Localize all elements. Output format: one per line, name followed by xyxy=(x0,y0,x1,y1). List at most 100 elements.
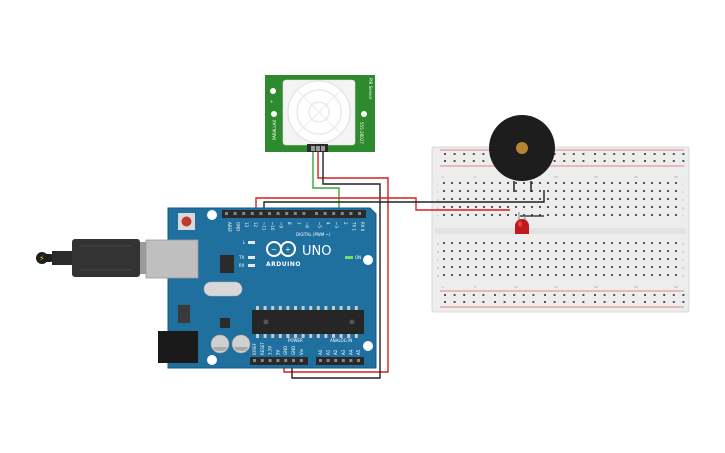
header-pin[interactable] xyxy=(250,212,254,215)
breadboard-hole[interactable] xyxy=(594,153,596,155)
breadboard-hole[interactable] xyxy=(603,242,605,244)
breadboard-hole[interactable] xyxy=(627,274,629,276)
breadboard-hole[interactable] xyxy=(539,214,541,216)
power-rail-bottom[interactable] xyxy=(444,294,685,296)
piezo-buzzer[interactable] xyxy=(489,115,555,192)
breadboard-hole[interactable] xyxy=(563,274,565,276)
breadboard-hole[interactable] xyxy=(582,153,585,155)
breadboard-hole[interactable] xyxy=(603,294,606,296)
breadboard-hole[interactable] xyxy=(467,198,469,200)
breadboard-hole[interactable] xyxy=(653,294,656,296)
wire-green-pir-signal[interactable] xyxy=(312,150,340,212)
breadboard-hole[interactable] xyxy=(522,294,525,296)
breadboard-hole[interactable] xyxy=(563,250,565,252)
breadboard-hole[interactable] xyxy=(632,160,635,162)
breadboard-hole[interactable] xyxy=(451,274,453,276)
breadboard-hole[interactable] xyxy=(523,274,525,276)
breadboard-hole[interactable] xyxy=(507,182,509,184)
breadboard-hole[interactable] xyxy=(667,258,669,260)
breadboard-hole[interactable] xyxy=(667,266,669,268)
breadboard-hole[interactable] xyxy=(544,301,546,303)
header-pin[interactable] xyxy=(332,212,336,215)
breadboard-hole[interactable] xyxy=(482,160,485,162)
breadboard-hole[interactable] xyxy=(539,198,541,200)
breadboard-hole[interactable] xyxy=(513,301,516,303)
breadboard-hole[interactable] xyxy=(491,214,493,216)
breadboard-hole[interactable] xyxy=(459,274,461,276)
breadboard-hole[interactable] xyxy=(483,250,485,252)
breadboard-hole[interactable] xyxy=(539,258,541,260)
breadboard-hole[interactable] xyxy=(453,153,456,155)
header-pin[interactable] xyxy=(323,212,327,215)
breadboard-hole[interactable] xyxy=(459,242,461,244)
breadboard-hole[interactable] xyxy=(619,206,621,208)
breadboard-hole[interactable] xyxy=(555,250,557,252)
breadboard-hole[interactable] xyxy=(611,274,613,276)
breadboard-hole[interactable] xyxy=(571,190,573,192)
breadboard-hole[interactable] xyxy=(451,214,453,216)
header-pin[interactable] xyxy=(302,212,306,215)
breadboard-hole[interactable] xyxy=(619,182,621,184)
header-pin[interactable] xyxy=(357,359,360,362)
breadboard-hole[interactable] xyxy=(459,182,461,184)
breadboard-hole[interactable] xyxy=(651,258,653,260)
breadboard-hole[interactable] xyxy=(663,294,666,296)
breadboard-hole[interactable] xyxy=(627,258,629,260)
breadboard-hole[interactable] xyxy=(491,266,493,268)
breadboard-hole[interactable] xyxy=(659,214,661,216)
breadboard-hole[interactable] xyxy=(483,274,485,276)
breadboard-hole[interactable] xyxy=(627,206,629,208)
breadboard-hole[interactable] xyxy=(667,214,669,216)
reset-button-icon[interactable] xyxy=(181,216,192,227)
header-pin[interactable] xyxy=(326,359,330,362)
header-pin[interactable] xyxy=(225,212,228,215)
breadboard-hole[interactable] xyxy=(579,198,581,200)
breadboard-hole[interactable] xyxy=(675,250,677,252)
breadboard-hole[interactable] xyxy=(651,250,653,252)
breadboard-hole[interactable] xyxy=(653,160,656,162)
breadboard-hole[interactable] xyxy=(483,258,485,260)
breadboard-hole[interactable] xyxy=(587,206,589,208)
pir-pin[interactable] xyxy=(321,146,325,151)
breadboard-hole[interactable] xyxy=(571,274,573,276)
terminal-block-bottom[interactable] xyxy=(443,242,677,276)
breadboard-hole[interactable] xyxy=(467,274,469,276)
breadboard-hole[interactable] xyxy=(635,250,637,252)
breadboard-hole[interactable] xyxy=(483,214,485,216)
pir-sensor[interactable]: PIR Sensor 555-28027 PARALLAX + xyxy=(265,75,375,152)
breadboard-hole[interactable] xyxy=(443,250,445,252)
breadboard-hole[interactable] xyxy=(531,258,533,260)
breadboard-hole[interactable] xyxy=(611,242,613,244)
breadboard-hole[interactable] xyxy=(483,206,485,208)
breadboard-hole[interactable] xyxy=(675,242,677,244)
breadboard-hole[interactable] xyxy=(643,214,645,216)
breadboard-hole[interactable] xyxy=(571,182,573,184)
breadboard-hole[interactable] xyxy=(644,160,646,162)
breadboard-hole[interactable] xyxy=(635,182,637,184)
breadboard-hole[interactable] xyxy=(653,301,656,303)
breadboard-hole[interactable] xyxy=(547,198,549,200)
breadboard-hole[interactable] xyxy=(659,274,661,276)
breadboard-hole[interactable] xyxy=(515,198,517,200)
breadboard-hole[interactable] xyxy=(555,198,557,200)
breadboard-hole[interactable] xyxy=(632,301,635,303)
header-pin[interactable] xyxy=(233,212,237,215)
breadboard-hole[interactable] xyxy=(627,182,629,184)
breadboard-hole[interactable] xyxy=(515,214,517,216)
breadboard-hole[interactable] xyxy=(444,160,446,162)
breadboard-hole[interactable] xyxy=(483,242,485,244)
header-pin[interactable] xyxy=(276,212,280,215)
breadboard-hole[interactable] xyxy=(472,153,475,155)
breadboard-hole[interactable] xyxy=(622,294,625,296)
breadboard-hole[interactable] xyxy=(659,250,661,252)
breadboard-hole[interactable] xyxy=(667,242,669,244)
breadboard-hole[interactable] xyxy=(453,160,456,162)
breadboard-hole[interactable] xyxy=(682,294,685,296)
breadboard-hole[interactable] xyxy=(635,258,637,260)
breadboard-hole[interactable] xyxy=(622,301,625,303)
breadboard-hole[interactable] xyxy=(632,153,635,155)
breadboard-hole[interactable] xyxy=(587,266,589,268)
breadboard-hole[interactable] xyxy=(443,198,445,200)
breadboard-hole[interactable] xyxy=(603,153,606,155)
